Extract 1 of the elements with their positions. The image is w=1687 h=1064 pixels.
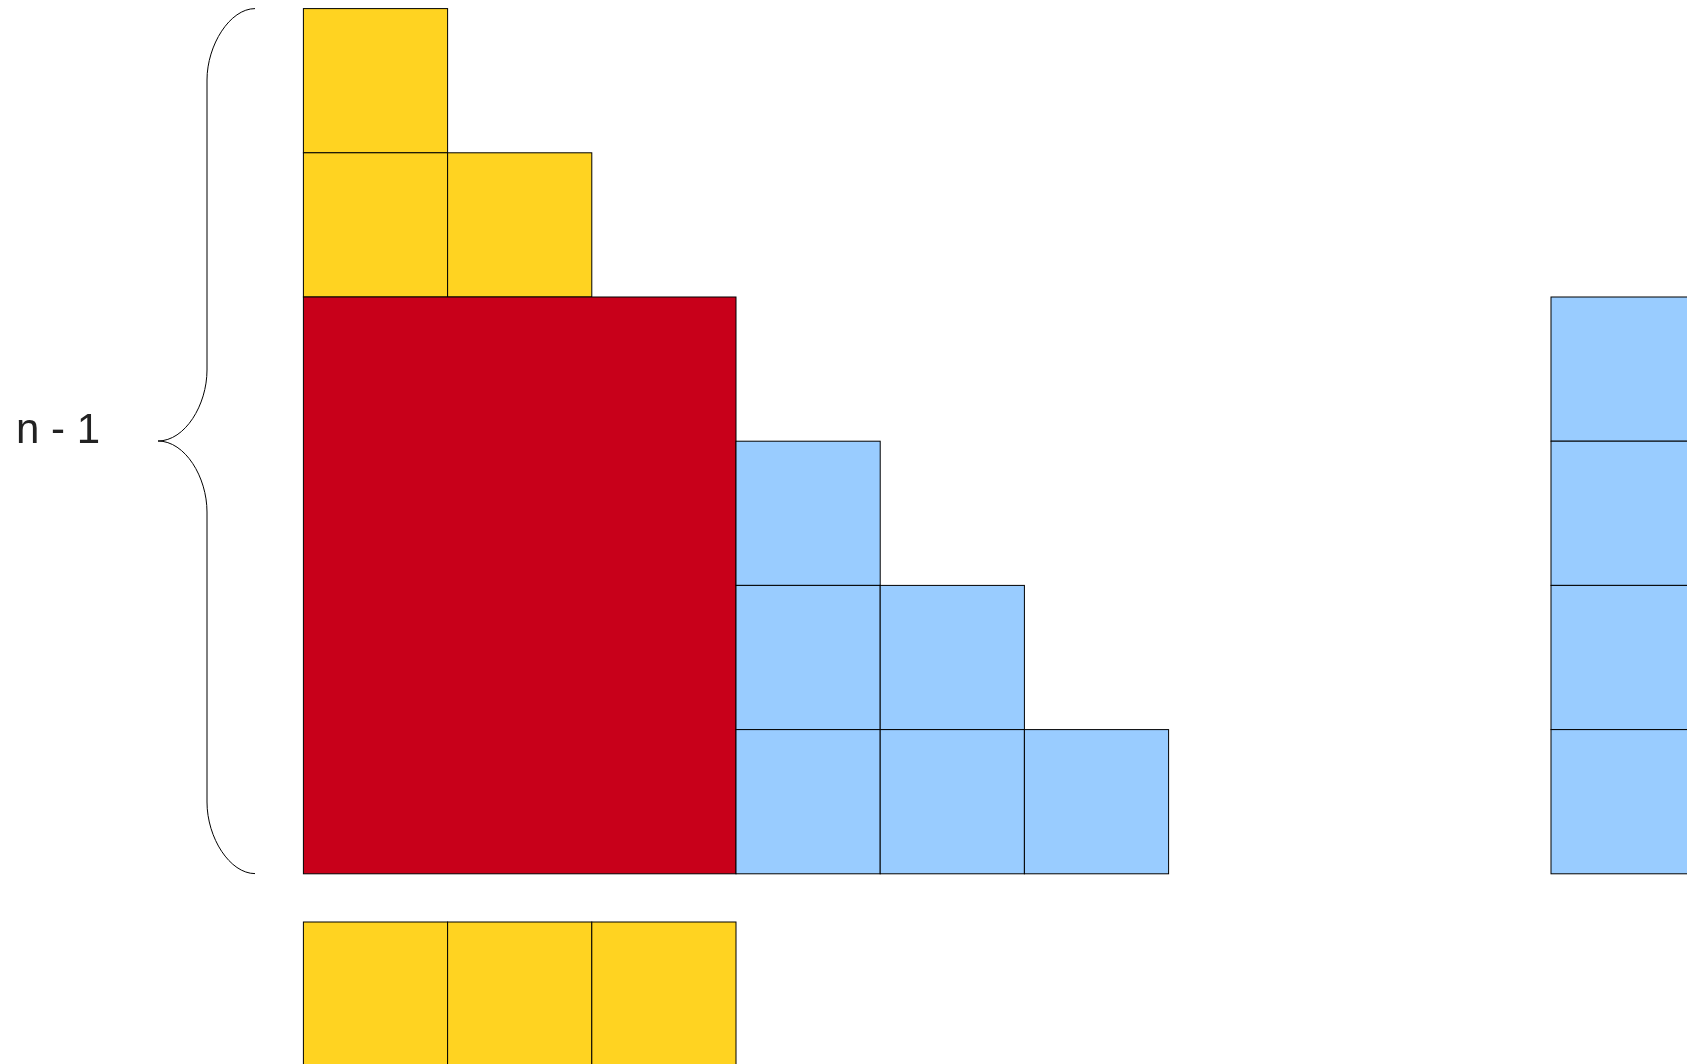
brace-label: n - 1 xyxy=(16,405,101,453)
